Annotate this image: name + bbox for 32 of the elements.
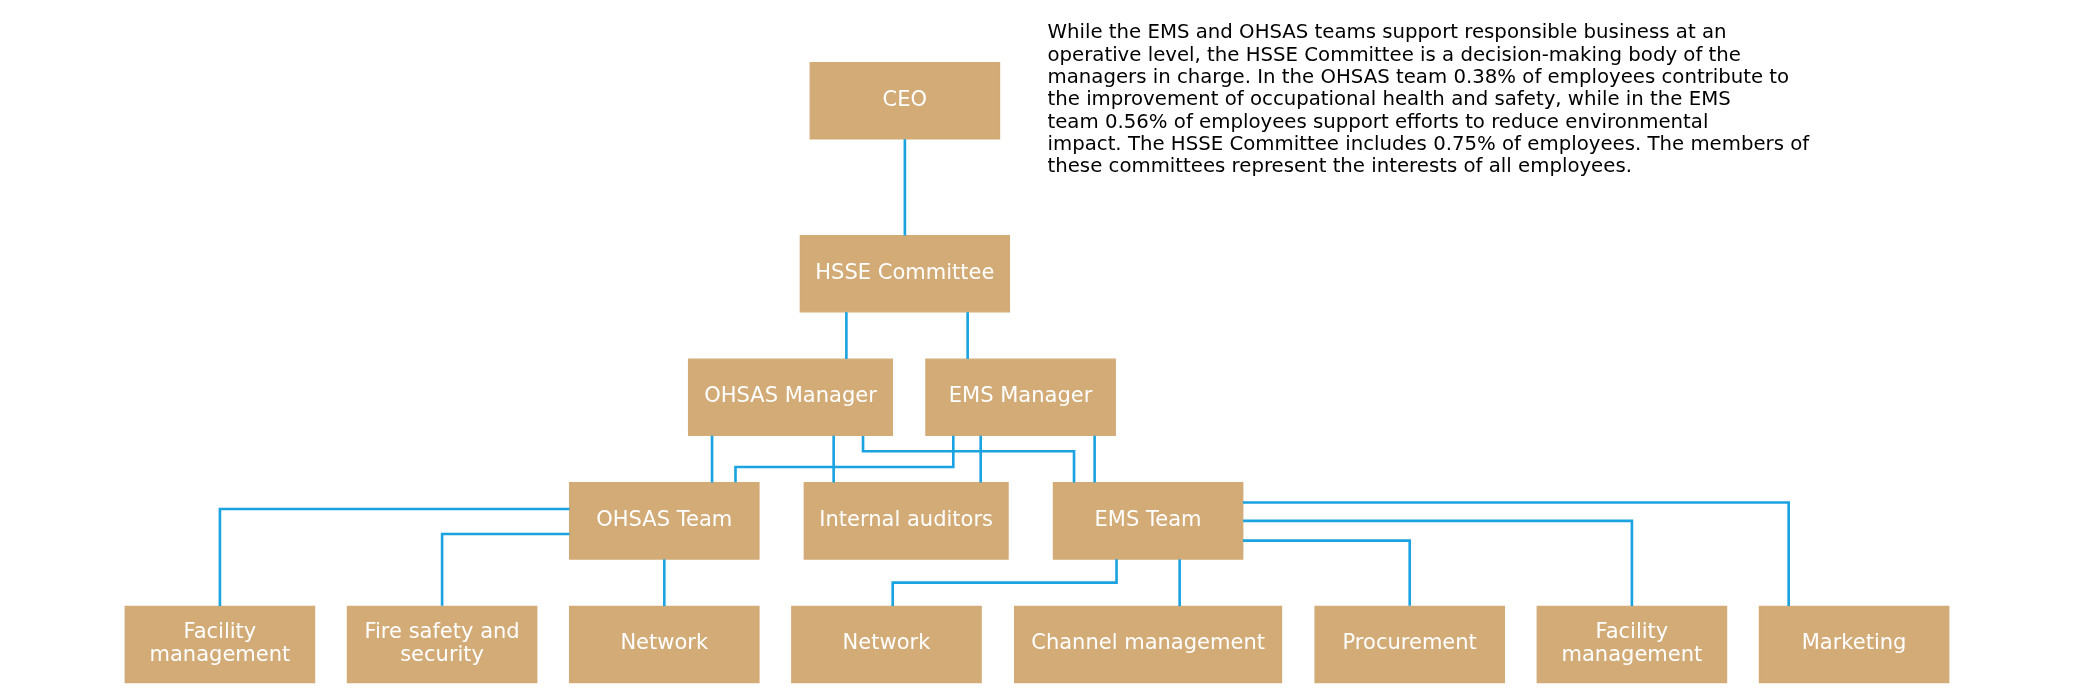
node-box: EMS Team: [1052, 482, 1244, 560]
node-box: Facility management: [1536, 605, 1728, 684]
connector: [832, 435, 835, 483]
connector: [1242, 501, 1790, 607]
connector: [1093, 435, 1096, 483]
connector: [710, 435, 714, 483]
node-box: Channel management: [1014, 605, 1283, 684]
node-box: OHSAS Team: [568, 482, 760, 560]
connector: [979, 435, 982, 483]
connector: [845, 312, 848, 359]
connector: [861, 435, 1076, 483]
node-box: Fire safety and security: [346, 605, 538, 684]
connector: [662, 559, 666, 607]
node-box: Internal auditors: [803, 482, 1009, 560]
node-box: Facility management: [124, 605, 316, 684]
node-box: Network: [791, 605, 982, 684]
node-box: Procurement: [1314, 605, 1506, 684]
connector: [903, 139, 907, 236]
connector: [218, 507, 570, 606]
label: While the EMS and OHSAS teams support responsible business at an operative level, the HSSE Committee is a decision-making body of the managers in charge. In the OHSAS team 0.38% of employees contribute to the improvement of occupational health and safety, while in the EMS team 0.56% of employees support efforts to reduce environmental impact. The HSSE Committee includes 0.75% of employees. The members of these committees represent the interests of all employees.: [1047, 20, 1810, 178]
connector: [734, 435, 955, 483]
node-box: CEO: [809, 62, 1001, 140]
connector: [1178, 559, 1181, 607]
connector: [966, 312, 969, 359]
node-box: Network: [568, 605, 760, 684]
node-box: HSSE Committee: [799, 234, 1011, 313]
connector: [440, 532, 570, 606]
node-box: Marketing: [1758, 605, 1950, 684]
connector: [1243, 519, 1634, 607]
node-box: EMS Manager: [925, 358, 1116, 437]
node-box: OHSAS Manager: [687, 358, 894, 437]
connector: [1242, 539, 1412, 606]
